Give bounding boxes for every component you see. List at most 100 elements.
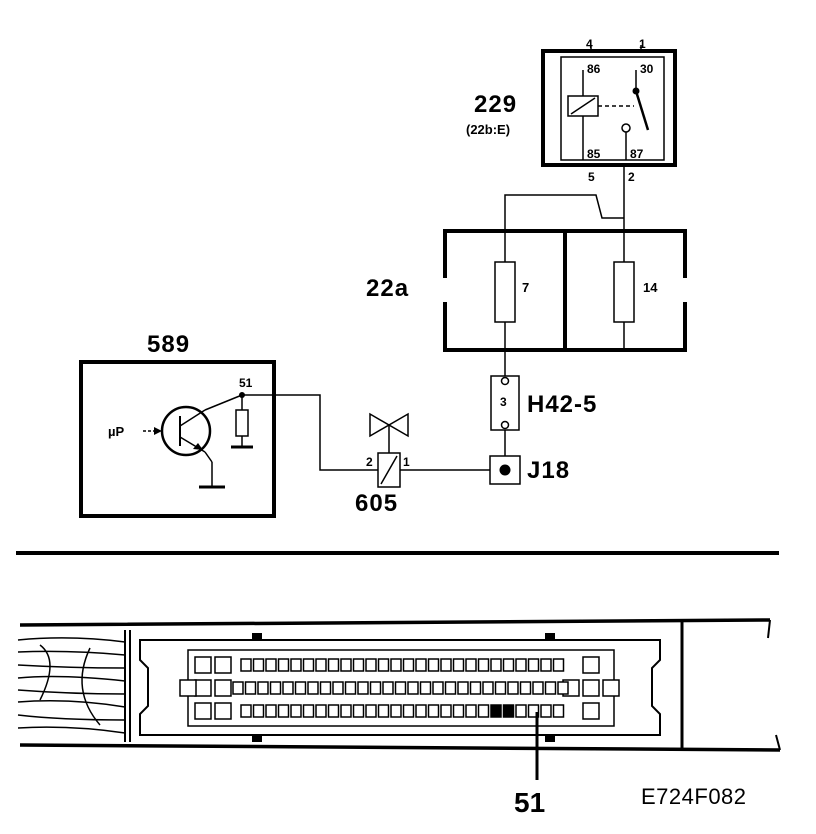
pin-51-cell (490, 704, 502, 718)
ecu-outline (79, 360, 276, 518)
signal-pin (432, 681, 444, 695)
signal-pin (515, 658, 527, 672)
signal-pin (352, 658, 365, 672)
signal-pin (515, 704, 527, 718)
pin-grid (179, 656, 620, 720)
power-pin (582, 702, 600, 720)
signal-pin (532, 681, 544, 695)
wire-fuse7-jumper (504, 194, 624, 230)
signal-pin (390, 704, 402, 718)
signal-pin (469, 681, 482, 695)
relay-pin-5: 5 (588, 170, 595, 184)
signal-pin (527, 704, 540, 718)
splice-label: J18 (527, 457, 570, 484)
ecu-589: 51 µP 589 (79, 331, 276, 518)
signal-pin (377, 704, 390, 718)
input-arrow-icon (154, 427, 162, 435)
signal-pin (390, 658, 402, 672)
transistor-icon (160, 405, 212, 457)
signal-pin (552, 704, 565, 718)
signal-pin (332, 681, 344, 695)
signal-pin (240, 704, 252, 718)
relay-term-30: 30 (640, 62, 654, 76)
valve-label: 605 (355, 490, 398, 517)
signal-pin (377, 658, 390, 672)
relay-pin-4: 4 (586, 37, 593, 51)
connector-pin-bottom-icon (500, 420, 510, 430)
valve-pin-2: 2 (366, 455, 373, 469)
signal-pin (419, 681, 432, 695)
signal-pin (327, 704, 340, 718)
signal-pin (365, 704, 377, 718)
relay-outer-box (541, 49, 677, 167)
signal-pin (502, 658, 515, 672)
signal-pin (294, 681, 307, 695)
signal-pin (444, 681, 457, 695)
signal-pin (290, 704, 302, 718)
signal-pin (465, 704, 477, 718)
relay-label: 229 (474, 91, 517, 118)
signal-pin (490, 658, 502, 672)
fusebox-22a: 7 14 22a (366, 229, 690, 352)
power-pin (214, 702, 232, 720)
signal-pin (369, 681, 382, 695)
signal-pin (457, 681, 469, 695)
signal-pin (452, 658, 465, 672)
signal-pin (427, 658, 440, 672)
signal-pin (327, 658, 340, 672)
power-pin (194, 656, 212, 674)
power-pin (602, 679, 620, 697)
signal-pin (265, 658, 277, 672)
signal-pin (519, 681, 532, 695)
wire-bundle-icon (17, 637, 126, 734)
splice-dot-icon (499, 464, 511, 476)
power-pin (214, 656, 232, 674)
signal-pin (507, 681, 519, 695)
signal-pin (382, 681, 394, 695)
ecu-label: 589 (147, 331, 190, 358)
signal-pin (415, 704, 427, 718)
relay-term-85: 85 (587, 147, 601, 161)
power-pin (582, 656, 600, 674)
relay-229: 4 1 86 30 85 87 5 2 229 (22b:E) (466, 37, 677, 184)
relay-pin-1: 1 (639, 37, 646, 51)
fuse-14-label: 14 (643, 280, 658, 295)
ecu-connector-view: 51 (17, 618, 781, 818)
signal-pin (465, 658, 477, 672)
signal-pin (544, 681, 557, 695)
signal-pin (440, 704, 452, 718)
resistor-icon (235, 409, 249, 437)
signal-pin (352, 704, 365, 718)
power-pin (194, 702, 212, 720)
plug-body (139, 639, 661, 736)
signal-pin (252, 704, 265, 718)
signal-pin (282, 681, 294, 695)
connector-label: H42-5 (527, 391, 597, 418)
switch-contact-icon (621, 123, 631, 133)
fuse-7-label: 7 (522, 280, 529, 295)
valve-pin-1: 1 (403, 455, 410, 469)
signal-pin (302, 658, 315, 672)
signal-pin (315, 704, 327, 718)
signal-pin (402, 658, 415, 672)
connector-shell (19, 618, 781, 752)
power-pin (214, 679, 232, 697)
signal-pin (407, 681, 419, 695)
signal-pin (427, 704, 440, 718)
connector-pin-top-icon (500, 376, 510, 386)
signal-pin (540, 704, 552, 718)
signal-pin (302, 704, 315, 718)
valve-605: 2 1 605 (355, 412, 410, 517)
signal-pin (277, 658, 290, 672)
pin-callout-label: 51 (514, 787, 545, 818)
signal-pin (319, 681, 332, 695)
signal-pin (482, 681, 494, 695)
signal-pin (344, 681, 357, 695)
wire-valve-to-ecu (242, 394, 378, 471)
signal-pin (477, 704, 490, 718)
ecu-input-label: µP (108, 424, 124, 439)
signal-pin (244, 681, 257, 695)
signal-pin (340, 658, 352, 672)
signal-pin (277, 704, 290, 718)
